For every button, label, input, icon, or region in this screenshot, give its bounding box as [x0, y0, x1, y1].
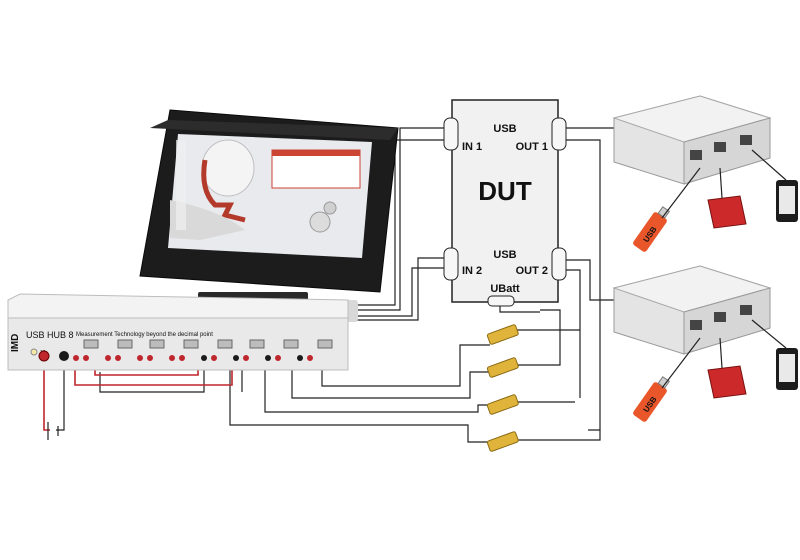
hub-led [30, 348, 38, 356]
hub-port-3 [137, 339, 165, 361]
dut-out2-label: OUT 2 [516, 265, 548, 277]
dut-in1-label: IN 1 [462, 141, 482, 153]
dut-usb-top-label: USB [493, 123, 516, 135]
hub-port-2 [105, 339, 133, 361]
dut-connector-in2 [443, 247, 459, 281]
tablet [128, 109, 399, 322]
dut-connector-in1 [443, 117, 459, 151]
hub-power-jack-black [59, 351, 69, 361]
dut-connector-out1 [551, 117, 567, 151]
hub-brand: IMD [10, 334, 21, 352]
dut-out1-label: OUT 1 [516, 141, 548, 153]
hub-port-1 [73, 339, 99, 361]
hub-port-5 [201, 339, 233, 361]
dut-usb-bottom-label: USB [493, 249, 516, 261]
resistor-2 [486, 357, 519, 378]
hub-slogan: Measurement Technology beyond the decima… [76, 332, 213, 338]
smartphone-top [776, 180, 798, 222]
load-resistors [486, 324, 519, 452]
resistor-4 [486, 431, 519, 452]
usb-hub-bottom [612, 265, 772, 355]
hub-name: USB HUB 8 [26, 330, 74, 340]
usb-stick-top: USB [633, 206, 671, 252]
resistor-1 [486, 324, 519, 345]
smartphone-bottom [776, 348, 798, 390]
card-reader-bottom [707, 365, 747, 399]
usb-hub-top [612, 95, 772, 185]
hub-power-jack-red [38, 350, 50, 362]
dut-title: DUT [478, 176, 532, 206]
card-reader-top [707, 195, 747, 229]
hub-port-6 [233, 339, 265, 361]
dut-connector-out2 [551, 247, 567, 281]
dut-box: USB IN 1 OUT 1 DUT USB IN 2 OUT 2 UBatt [443, 99, 567, 307]
usb-stick-bottom: USB [633, 376, 671, 422]
usb-hub-8: IMD USB HUB 8 Measurement Technology bey… [7, 293, 349, 371]
dut-in2-label: IN 2 [462, 265, 482, 277]
wire-battery [56, 358, 65, 431]
dut-connector-ubatt [487, 295, 515, 307]
hub-port-4 [169, 339, 199, 361]
resistor-3 [486, 394, 519, 415]
hub-port-7 [265, 339, 299, 361]
wire-out2 [562, 259, 614, 301]
dut-ubatt-label: UBatt [490, 283, 520, 295]
hub-port-8 [297, 339, 333, 361]
